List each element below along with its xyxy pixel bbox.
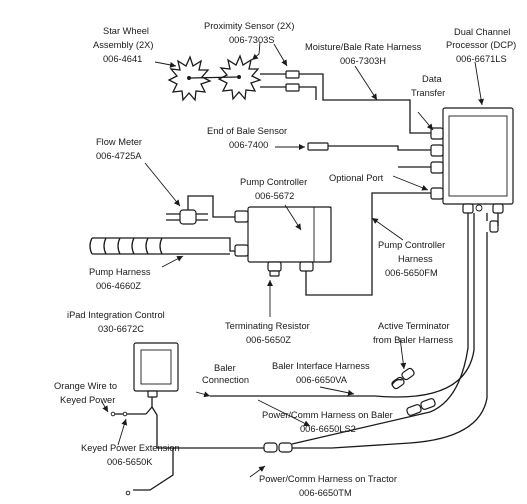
power-comm-harness-tractor bbox=[125, 447, 264, 496]
end-of-bale-sensor bbox=[307, 142, 431, 151]
label-baler-connection: Baler bbox=[214, 363, 236, 373]
leader-arrows bbox=[101, 41, 484, 478]
label-flow-meter: Flow Meter bbox=[96, 137, 142, 147]
dcp-harness-cables bbox=[374, 213, 499, 416]
label-data-transfer-2: Transfer bbox=[411, 88, 445, 98]
label-pump-harness: Pump Harness bbox=[89, 267, 151, 277]
label-star-wheel: Star Wheel bbox=[103, 26, 149, 36]
label-pump-controller: Pump Controller bbox=[240, 177, 307, 187]
label-star-wheel-pn: 006-4641 bbox=[103, 54, 142, 64]
label-pump-controller-harness-2: Harness bbox=[398, 254, 433, 264]
label-moisture-harness: Moisture/Bale Rate Harness bbox=[305, 42, 422, 52]
label-proximity-sensor-pn: 006-7303S bbox=[229, 35, 275, 45]
pump-controller bbox=[234, 206, 332, 277]
label-pump-controller-harness-pn: 006-5650FM bbox=[385, 268, 438, 278]
labels: Star Wheel Assembly (2X) 006-4641 Proxim… bbox=[54, 21, 516, 498]
label-star-wheel-2: Assembly (2X) bbox=[93, 40, 153, 50]
label-keyed-power-extension-pn: 006-5650K bbox=[107, 457, 153, 467]
label-baler-connection-2: Connection bbox=[202, 375, 249, 385]
pump-controller-harness-wire bbox=[305, 192, 431, 296]
label-pump-controller-pn: 006-5672 bbox=[255, 191, 294, 201]
pump-harness bbox=[89, 237, 235, 255]
label-terminating-resistor: Terminating Resistor bbox=[225, 321, 310, 331]
star-wheel-right bbox=[217, 54, 262, 101]
keyed-power-extension bbox=[110, 406, 153, 417]
label-pump-controller-harness: Pump Controller bbox=[378, 240, 445, 250]
label-flow-meter-pn: 006-4725A bbox=[96, 151, 142, 161]
label-ipad-pn: 030-6672C bbox=[98, 324, 144, 334]
label-ipad: iPad Integration Control bbox=[67, 310, 165, 320]
label-power-comm-baler-pn: 006-6650LS2 bbox=[300, 424, 356, 434]
label-power-comm-baler: Power/Comm Harness on Baler bbox=[262, 410, 393, 420]
flow-meter bbox=[166, 195, 235, 225]
label-baler-interface-harness: Baler Interface Harness bbox=[272, 361, 370, 371]
label-dcp-2: Processor (DCP) bbox=[446, 40, 516, 50]
label-orange-wire: Orange Wire to bbox=[54, 381, 117, 391]
label-pump-harness-pn: 006-4660Z bbox=[96, 281, 141, 291]
label-orange-wire-2: Keyed Power bbox=[60, 395, 115, 405]
label-power-comm-tractor-pn: 006-6650TM bbox=[299, 488, 352, 498]
label-dcp: Dual Channel bbox=[454, 27, 510, 37]
label-moisture-harness-pn: 006-7303H bbox=[340, 56, 386, 66]
proximity-sensors bbox=[260, 70, 300, 92]
label-power-comm-tractor: Power/Comm Harness on Tractor bbox=[259, 474, 397, 484]
label-baler-interface-harness-pn: 006-6650VA bbox=[296, 375, 348, 385]
label-end-of-bale: End of Bale Sensor bbox=[207, 126, 287, 136]
dcp-unit bbox=[430, 107, 514, 214]
label-active-terminator-2: from Baler Harness bbox=[373, 335, 453, 345]
label-keyed-power-extension: Keyed Power Extension bbox=[81, 443, 180, 453]
label-data-transfer: Data bbox=[422, 74, 442, 84]
label-optional-port: Optional Port bbox=[329, 173, 384, 183]
label-end-of-bale-pn: 006-7400 bbox=[229, 140, 268, 150]
label-terminating-resistor-pn: 006-5650Z bbox=[246, 335, 291, 345]
star-wheel-left bbox=[167, 55, 212, 102]
label-dcp-pn: 006-6671LS bbox=[456, 54, 507, 64]
label-proximity-sensor: Proximity Sensor (2X) bbox=[204, 21, 294, 31]
ipad-integration-control bbox=[133, 342, 179, 448]
power-comm-harness-baler bbox=[263, 232, 488, 453]
moisture-harness-wires bbox=[299, 73, 432, 134]
label-active-terminator: Active Terminator bbox=[378, 321, 450, 331]
